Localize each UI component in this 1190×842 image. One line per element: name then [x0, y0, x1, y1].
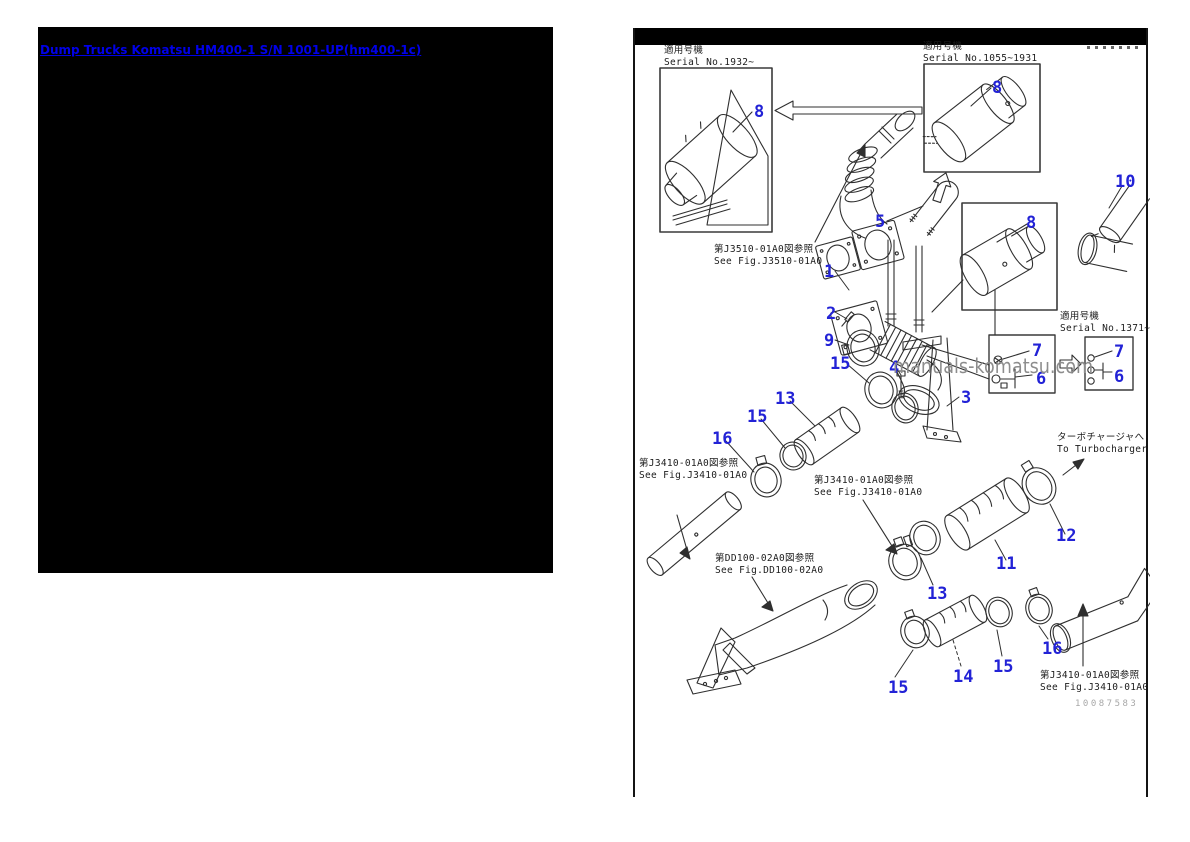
part-9-clamp	[841, 329, 880, 367]
callout-15-c: 15	[888, 678, 909, 698]
callout-8-mid: 8	[1026, 213, 1037, 233]
part-11-hose	[944, 477, 1030, 551]
part-3-bracket	[902, 335, 962, 443]
manual-title-link[interactable]: Dump Trucks Komatsu HM400-1 S/N 1001-UP(…	[40, 43, 422, 57]
arrow-up-icon	[932, 172, 952, 204]
parts-6-7-bolts	[921, 289, 1033, 389]
turbo-arrow-icon	[1062, 458, 1085, 476]
mid-clamp	[888, 536, 922, 581]
part-5-u-bolt	[885, 180, 959, 333]
callout-13-a: 13	[775, 389, 796, 409]
part-16-clamp-b	[1025, 587, 1053, 625]
left-black-panel: Dump Trucks Komatsu HM400-1 S/N 1001-UP(…	[38, 27, 553, 573]
part-1-inlet-tube-assembly	[839, 110, 916, 271]
callout-15-a: 15	[830, 354, 851, 374]
callout-8-1055: 8	[992, 78, 1003, 98]
callout-12: 12	[1056, 526, 1077, 546]
callout-15-d: 15	[993, 657, 1014, 677]
part-14-hose	[922, 594, 988, 648]
parts-6-7-late-bolts	[1087, 350, 1113, 385]
callout-5: 5	[875, 212, 886, 232]
callout-1: 1	[824, 262, 835, 282]
part-12-clamp	[1020, 459, 1057, 505]
callout-10: 10	[1115, 172, 1136, 192]
part-outlet-pipe	[1049, 567, 1150, 653]
part-15-clamp-c	[900, 609, 930, 649]
callout-15-b: 15	[747, 407, 768, 427]
callout-6-early: 6	[1036, 369, 1047, 389]
part-13-hose-a	[793, 406, 861, 466]
callout-14: 14	[953, 667, 974, 687]
callout-9: 9	[824, 331, 835, 351]
parts-diagram-drawing	[646, 63, 1150, 695]
detail-box-serial-1932	[659, 67, 773, 233]
part-2-stud	[841, 311, 855, 327]
part-16-clamp-a	[750, 454, 782, 498]
figref-arrows	[676, 143, 1089, 667]
callout-3: 3	[961, 388, 972, 408]
part-inlet-pipe	[646, 491, 742, 576]
page-top-black-bar	[635, 28, 1146, 45]
part-15-ring-d	[985, 596, 1013, 628]
detail-box-part-8	[961, 202, 1058, 311]
part-15-clamp-a	[864, 371, 898, 409]
part-5-gasket	[815, 236, 861, 280]
arrow-left-icon	[774, 100, 923, 121]
callout-11: 11	[996, 554, 1017, 574]
callout-16-b: 16	[1042, 639, 1063, 659]
callout-13-b: 13	[927, 584, 948, 604]
callout-7-early: 7	[1032, 341, 1043, 361]
part-8-muffler-mid	[931, 223, 1046, 313]
header-tick-marks	[1087, 46, 1143, 49]
callout-16-a: 16	[712, 429, 733, 449]
detail-box-serial-1055	[923, 63, 1041, 173]
part-8-muffler-1055	[922, 75, 1027, 163]
part-8-aircleaner-early	[664, 89, 769, 226]
arrow-right-icon	[1059, 354, 1082, 374]
callout-7-late: 7	[1114, 342, 1125, 362]
callout-8-early: 8	[754, 102, 765, 122]
doc-number: 10087583	[1075, 699, 1139, 709]
part-dd100-elbow	[686, 580, 878, 695]
detail-box-parts-6-7-late	[1084, 336, 1134, 391]
part-15-ring-b	[779, 441, 807, 471]
part-13-ring-b	[902, 520, 941, 556]
callout-leaders	[725, 185, 1123, 678]
callout-4: 4	[889, 358, 900, 378]
part-10-elbow	[1077, 184, 1150, 272]
watermark: manuals-komatsu.com	[893, 354, 1094, 378]
detail-box-parts-6-7	[988, 334, 1056, 394]
callout-6-late: 6	[1114, 367, 1125, 387]
callout-2: 2	[826, 304, 837, 324]
part-4-bolt	[896, 370, 906, 399]
mid-ring	[891, 392, 919, 424]
